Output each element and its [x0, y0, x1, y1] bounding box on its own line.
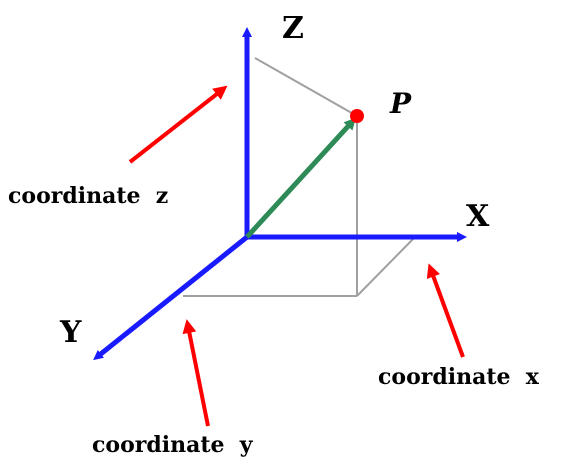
point-p: [350, 109, 364, 123]
projection-x-to-base: [356, 236, 416, 297]
pointer-arrow-z: [128, 85, 228, 164]
axis-label-y: Y: [59, 315, 82, 350]
coordinate-y-label: coordinate y: [92, 432, 254, 458]
coordinate-x-label: coordinate x: [378, 364, 540, 390]
point-label-p: P: [389, 87, 412, 120]
pointer-arrows: [128, 85, 465, 427]
axis-y: [93, 235, 249, 361]
axis-label-x: X: [466, 199, 490, 234]
position-vector: [245, 117, 357, 239]
pointer-arrow-x: [426, 263, 465, 358]
projection-z-to-p: [254, 57, 358, 117]
pointer-arrow-y: [182, 319, 210, 427]
coordinate-z-label: coordinate z: [8, 183, 168, 209]
projection-lines: [183, 57, 416, 297]
axis-label-z: Z: [282, 11, 304, 46]
axes: [93, 27, 467, 361]
